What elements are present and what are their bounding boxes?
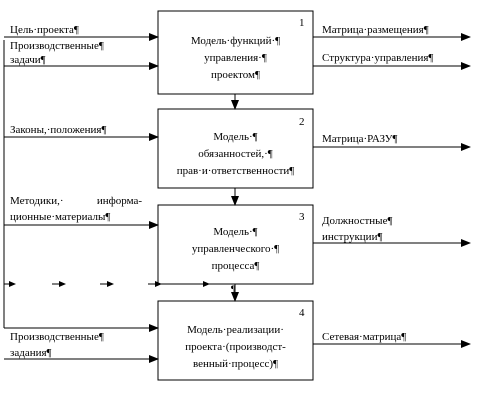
box-2-line-3: прав·и·ответственности¶ (176, 165, 295, 177)
box-2 (157, 108, 314, 189)
input-prod-orders-label-1: Производственные¶ (10, 331, 104, 343)
box-3-line-2: управленческого·¶ (191, 243, 280, 255)
input-methods-label-2: ционные·материалы¶ (10, 211, 111, 223)
box-1-number: 1 (299, 17, 305, 29)
box-3-number: 3 (299, 211, 305, 223)
box-3-label: Модель·¶ управленческого·¶ процесса¶ (160, 224, 311, 275)
output-network-matrix-label: Сетевая·матрица¶ (322, 331, 407, 343)
input-prod-tasks-label-2: задачи¶ (10, 54, 46, 66)
box-3-line-3: процесса¶ (211, 260, 260, 272)
output-job-label-1: Должностные¶ (322, 215, 393, 227)
output-raci-matrix-label: Матрица·РАЗУ¶ (322, 133, 398, 145)
box-4-line-3: венный·процесс)¶ (192, 358, 279, 370)
input-methods-text-1: Методики,· информа- (10, 195, 142, 207)
box-4-line-2: проекта·(производст- (185, 341, 286, 353)
box-3-line-1: Модель·¶ (213, 226, 258, 238)
box-4-label: Модель·реализации· проекта·(производст- … (160, 322, 311, 373)
output-job-label-2: инструкции¶ (322, 231, 383, 243)
input-prod-tasks-label-1: Производственные¶ (10, 40, 104, 52)
connector-pilcrow-mark: ¶ (231, 284, 236, 294)
box-1-label: Модель·функций·¶ управления·¶ проектом¶ (160, 33, 311, 84)
box-2-number: 2 (299, 116, 305, 128)
box-2-line-2: обязанностей,·¶ (198, 148, 273, 160)
output-placement-matrix-label: Матрица·размещения¶ (322, 24, 429, 36)
input-prod-orders-label-2: задания¶ (10, 347, 52, 359)
output-mgmt-structure-label: Структура·управления¶ (322, 52, 434, 64)
box-1 (157, 10, 314, 95)
input-laws-label: Законы,·положения¶ (10, 124, 107, 136)
input-methods-label-1: Методики,· информа- (10, 194, 142, 208)
box-2-label: Модель·¶ обязанностей,·¶ прав·и·ответств… (160, 129, 311, 180)
box-4-line-1: Модель·реализации· (187, 324, 284, 336)
box-1-line-1: Модель·функций·¶ (190, 35, 281, 47)
box-1-line-3: проектом¶ (210, 69, 260, 81)
input-goal-label: Цель·проекта¶ (10, 24, 79, 36)
box-4-number: 4 (299, 307, 305, 319)
box-1-line-2: управления·¶ (204, 52, 267, 64)
box-4 (157, 300, 314, 381)
box-2-line-1: Модель·¶ (213, 131, 258, 143)
